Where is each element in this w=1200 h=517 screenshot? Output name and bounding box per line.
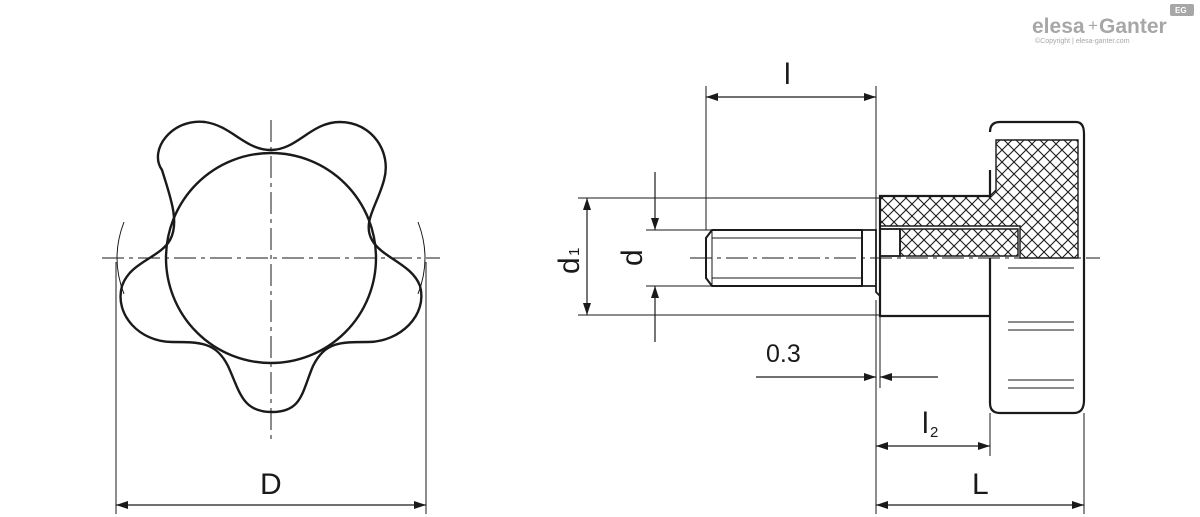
label-l: l [784,58,791,91]
label-d1-main: d [553,257,586,274]
knurled-section [879,139,1079,259]
label-gap: 0.3 [766,340,801,368]
label-d-text: d [616,249,649,266]
brand-copyright: ©Copyright | elesa-ganter.com [1035,37,1130,45]
label-d1: d 1 [553,248,586,274]
star-knob-outline [119,120,423,414]
brand-name-left: elesa [1032,15,1085,38]
label-l2-main: l [922,407,929,440]
label-d: d [616,249,649,266]
stem-collar [879,228,901,257]
brand-badge [1170,4,1194,16]
threaded-insert [899,228,1019,257]
label-d1-sub: 1 [566,248,583,256]
outer-diameter-arc-left [116,221,125,295]
label-L: L [972,468,989,501]
knob-head-outline [988,120,1086,415]
label-D: D [260,468,282,501]
front-view [102,120,440,514]
side-view [578,86,1100,514]
brand-plus: + [1088,16,1098,35]
label-l2-sub: 2 [930,424,938,441]
brand-name-right: Ganter [1099,15,1167,38]
stud-shoulder [862,229,881,316]
brand-logo: elesa + Ganter EG ©Copyright | elesa-gan… [1032,4,1194,45]
brand-badge-text: EG [1175,6,1187,15]
outer-diameter-arc-right [417,221,426,295]
